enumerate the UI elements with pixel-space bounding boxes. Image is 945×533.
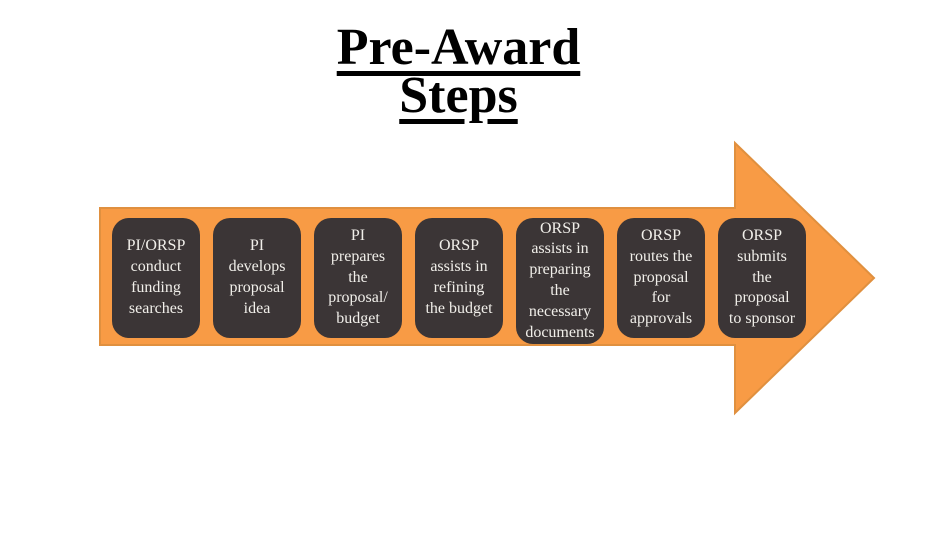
step-label-7: ORSP submits the proposal to sponsor	[728, 227, 796, 328]
step-box-4: ORSP assists in refining the budget	[415, 218, 503, 338]
step-box-2: PI develops proposal idea	[213, 218, 301, 338]
step-label-5: ORSP assists in preparing the necessary …	[525, 219, 595, 341]
step-box-7: ORSP submits the proposal to sponsor	[718, 218, 806, 338]
step-box-3: PI prepares the proposal/ budget	[314, 218, 402, 338]
page-title: Pre-Award Steps	[336, 19, 581, 124]
step-label-2: PI develops proposal idea	[228, 237, 286, 317]
step-label-3: PI prepares the proposal/ budget	[328, 227, 388, 328]
step-label-1: PI/ORSP conduct funding searches	[126, 237, 186, 317]
step-label-4: ORSP assists in refining the budget	[425, 237, 493, 317]
step-box-1: PI/ORSP conduct funding searches	[112, 218, 200, 338]
step-box-5: ORSP assists in preparing the necessary …	[516, 218, 604, 344]
step-label-6: ORSP routes the proposal for approvals	[629, 227, 693, 328]
step-box-6: ORSP routes the proposal for approvals	[617, 218, 705, 338]
